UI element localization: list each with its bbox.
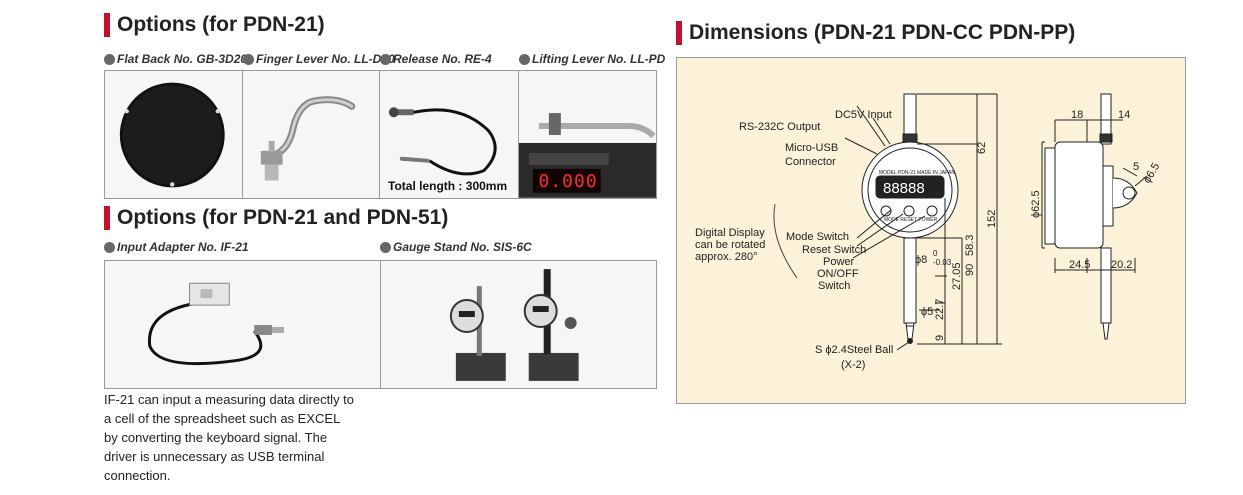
image-gauge-stand <box>381 261 657 388</box>
label-rotate-3: approx. 280° <box>695 251 758 263</box>
label-dc5v-input: DC5V Input <box>835 109 892 121</box>
caption-text: Flat Back No. GB-3D20 <box>117 52 248 66</box>
input-adapter-illustration <box>148 282 285 366</box>
dim-24-5: 24.5 <box>1069 259 1090 271</box>
gauge-stand-illustration <box>449 269 579 381</box>
dim-58-3: 58.3 <box>964 235 976 256</box>
option-images-row: Total length : 300mm 0.000 <box>104 70 657 199</box>
dial-screen-digits: 88888 <box>883 180 925 197</box>
caption-lifting-lever: Lifting Lever No. LL-PD <box>519 52 665 66</box>
image-lifting-lever: 0.000 <box>518 71 656 198</box>
caption-text: Finger Lever No. LL-D20 <box>256 52 395 66</box>
dim-phi8-tol-bottom: -0.03 <box>933 258 952 267</box>
description-line: IF-21 can input a measuring data directl… <box>104 392 355 407</box>
dim-9: 9 <box>934 335 946 341</box>
dial-model-label: MODEL PDN-21 <box>879 170 916 176</box>
dim-phi5: ϕ5 <box>921 306 933 318</box>
section-title-options-pdn21: Options (for PDN-21) <box>104 13 325 37</box>
dim-phi8: ϕ8 <box>915 254 927 266</box>
label-mode-switch: Mode Switch <box>786 231 849 243</box>
input-adapter-description: IF-21 can input a measuring data directl… <box>104 390 389 485</box>
bullet-icon <box>104 241 115 253</box>
lifting-lever-display-reading: 0.000 <box>538 171 598 192</box>
option-captions-row: Flat Back No. GB-3D20 Finger Lever No. L… <box>104 52 665 66</box>
caption-release: Release No. RE-4 <box>380 52 519 66</box>
dimensions-drawing: 88888 MODEL PDN-21 MADE IN JAPAN MODE RE… <box>695 93 1162 371</box>
section-accent-bar <box>104 206 110 230</box>
dimensions-drawing-panel: 88888 MODEL PDN-21 MADE IN JAPAN MODE RE… <box>676 57 1186 404</box>
image-finger-lever <box>243 71 380 198</box>
label-reset-switch: Reset Switch <box>802 244 866 256</box>
finger-lever-illustration <box>260 96 355 181</box>
dim-27-05: 27.05 <box>951 262 963 290</box>
bullet-icon <box>380 241 391 253</box>
dial-made-label: MADE IN JAPAN <box>917 170 955 176</box>
caption-finger-lever: Finger Lever No. LL-D20 <box>243 52 395 66</box>
label-steel-ball: S ϕ2.4Steel Ball <box>815 344 893 356</box>
section-accent-bar <box>676 21 682 45</box>
lifting-lever-illustration <box>518 113 656 198</box>
caption-flat-back: Flat Back No. GB-3D20 <box>104 52 247 66</box>
image-input-adapter <box>105 261 381 388</box>
label-power-3: Switch <box>818 280 850 292</box>
dial-buttons-label: MODE RESET POWER <box>884 217 938 223</box>
bullet-icon <box>380 53 391 65</box>
caption-input-adapter: Input Adapter No. IF-21 <box>104 240 380 254</box>
description-line: connection. <box>104 468 171 483</box>
caption-gauge-stand: Gauge Stand No. SIS-6C <box>380 240 656 254</box>
section-title-dimensions: Dimensions (PDN-21 PDN-CC PDN-PP) <box>676 21 1075 45</box>
label-rs232c-output: RS-232C Output <box>739 121 820 133</box>
option-images-row-2 <box>104 260 657 389</box>
caption-text: Input Adapter No. IF-21 <box>117 240 249 254</box>
label-power-1: Power <box>823 256 855 268</box>
dim-152: 152 <box>986 210 998 228</box>
section-title-text: Options (for PDN-21) <box>117 13 325 36</box>
description-line: a cell of the spreadsheet such as EXCEL <box>104 411 341 426</box>
option-captions-row-2: Input Adapter No. IF-21 Gauge Stand No. … <box>104 240 656 254</box>
dim-phi6-5: ϕ6.5 <box>1141 161 1162 186</box>
flat-back-illustration <box>119 82 225 188</box>
label-micro-usb-2: Connector <box>785 156 836 168</box>
section-title-options-pdn21-51: Options (for PDN-21 and PDN-51) <box>104 206 448 230</box>
dim-14: 14 <box>1118 109 1130 121</box>
dim-phi8-tol-top: 0 <box>933 249 938 258</box>
label-rotate-2: can be rotated <box>695 239 765 251</box>
dim-90: 90 <box>964 264 976 276</box>
label-x2: (X-2) <box>841 359 865 371</box>
dim-62: 62 <box>976 142 988 154</box>
caption-text: Release No. RE-4 <box>393 52 492 66</box>
label-rotate-1: Digital Display <box>695 227 765 239</box>
label-micro-usb-1: Micro-USB <box>785 142 838 154</box>
label-power-2: ON/OFF <box>817 268 859 280</box>
release-cable-illustration <box>388 107 497 176</box>
bullet-icon <box>519 53 530 65</box>
bullet-icon <box>104 53 115 65</box>
dim-20-2: 20.2 <box>1111 259 1132 271</box>
image-release: Total length : 300mm <box>380 71 519 198</box>
image-flat-back <box>105 71 243 198</box>
description-line: by converting the keyboard signal. The <box>104 430 328 445</box>
section-title-text: Dimensions (PDN-21 PDN-CC PDN-PP) <box>689 21 1076 44</box>
release-total-length: Total length : 300mm <box>388 179 508 193</box>
caption-text: Gauge Stand No. SIS-6C <box>393 240 532 254</box>
section-title-text: Options (for PDN-21 and PDN-51) <box>117 206 449 229</box>
dim-phi62-5: ϕ62.5 <box>1030 190 1042 218</box>
bullet-icon <box>243 53 254 65</box>
section-accent-bar <box>104 13 110 37</box>
dim-22-7: 22.7 <box>934 299 946 320</box>
dim-18: 18 <box>1071 109 1083 121</box>
dim-5: 5 <box>1133 161 1139 173</box>
description-line: driver is unnecessary as USB terminal <box>104 449 325 464</box>
caption-text: Lifting Lever No. LL-PD <box>532 52 666 66</box>
